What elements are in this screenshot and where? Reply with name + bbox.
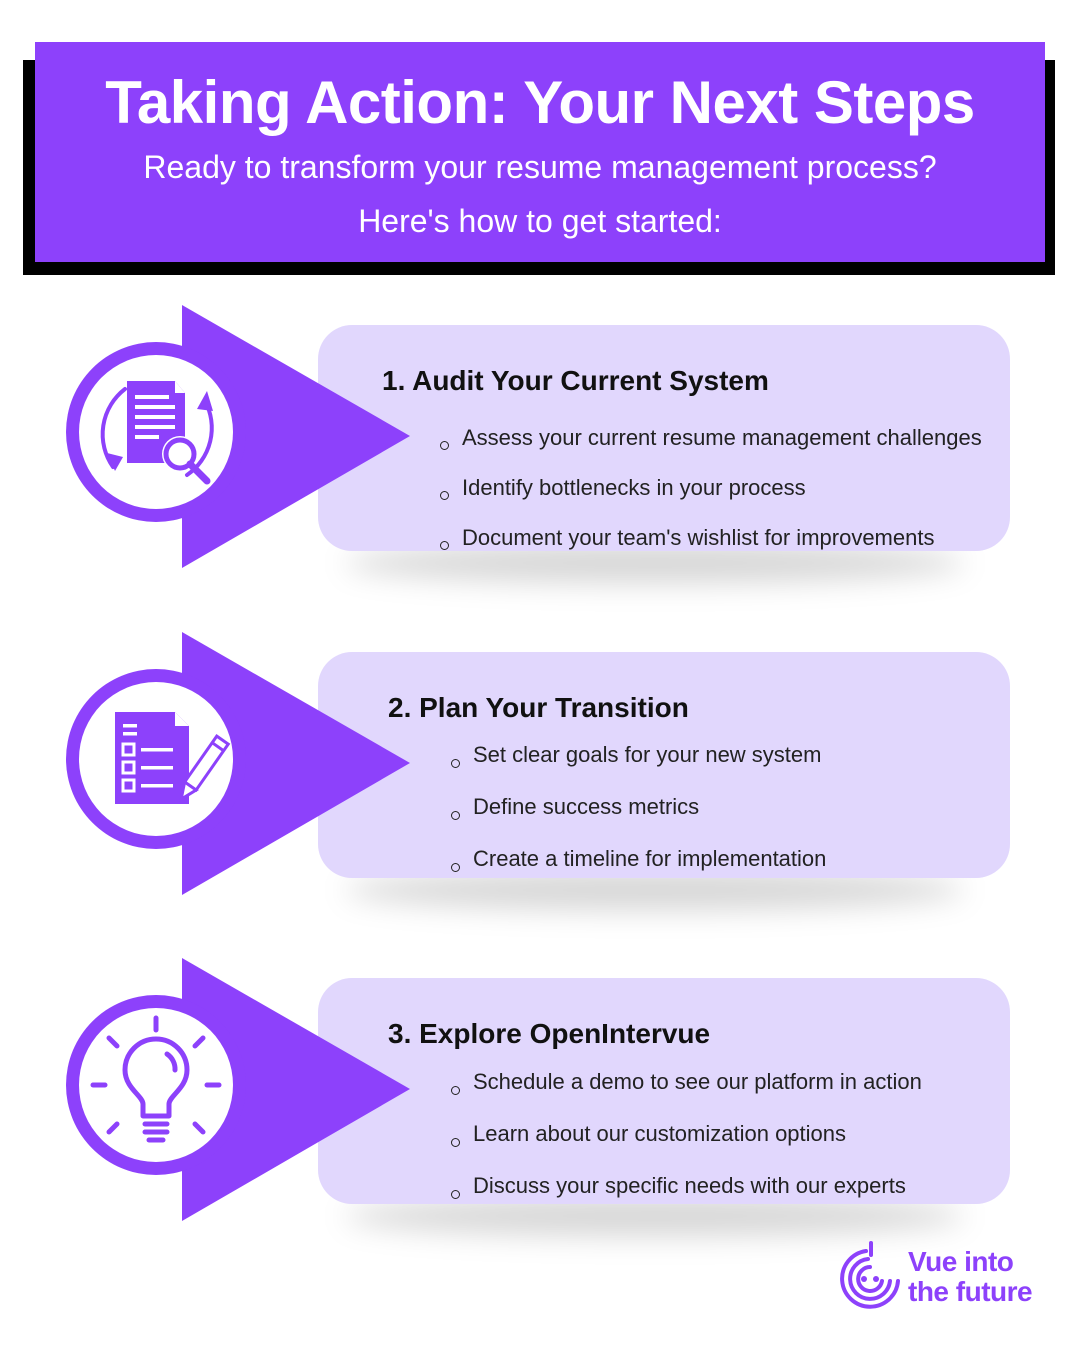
bullet-item: Schedule a demo to see our platform in a… <box>451 1065 922 1117</box>
step-card: 2. Plan Your Transition Set clear goals … <box>318 652 1010 878</box>
icon-circle <box>66 342 246 522</box>
bullet-item: Document your team's wishlist for improv… <box>440 521 982 571</box>
brand-logo: Vue into the future <box>836 1241 1046 1317</box>
step-bullets: Assess your current resume management ch… <box>440 421 982 571</box>
logo-line-1: Vue into <box>908 1246 1014 1277</box>
icon-circle <box>66 669 246 849</box>
target-face-icon <box>840 1241 900 1309</box>
page-subtitle: Ready to transform your resume managemen… <box>65 140 1015 248</box>
bullet-item: Define success metrics <box>451 790 826 842</box>
logo-text: Vue into the future <box>908 1246 1033 1307</box>
step-title: 1. Audit Your Current System <box>382 365 769 396</box>
lightbulb-icon <box>90 1015 222 1143</box>
bullet-item: Learn about our customization options <box>451 1117 922 1169</box>
step-card: 3. Explore OpenIntervue Schedule a demo … <box>318 978 1010 1204</box>
bullet-item: Discuss your specific needs with our exp… <box>451 1169 922 1221</box>
step-card: 1. Audit Your Current System Assess your… <box>318 325 1010 551</box>
step-1: 1. Audit Your Current System Assess your… <box>0 305 1080 583</box>
step-title: 3. Explore OpenIntervue <box>388 1018 711 1049</box>
document-search-icon <box>100 381 214 485</box>
arrow-triangle <box>182 958 410 1221</box>
subtitle-line-1: Ready to transform your resume managemen… <box>143 149 937 185</box>
arrow-triangle <box>182 632 410 895</box>
icon-circle <box>66 995 246 1175</box>
logo-line-2: the future <box>908 1276 1033 1307</box>
step-title: 2. Plan Your Transition <box>388 692 689 723</box>
step-bullets: Set clear goals for your new system Defi… <box>451 738 826 894</box>
bullet-item: Assess your current resume management ch… <box>440 421 982 471</box>
bullet-item: Set clear goals for your new system <box>451 738 826 790</box>
checklist-pencil-icon <box>115 712 231 804</box>
bullet-item: Create a timeline for implementation <box>451 842 826 894</box>
bullet-item: Identify bottlenecks in your process <box>440 471 982 521</box>
step-3: 3. Explore OpenIntervue Schedule a demo … <box>0 958 1080 1236</box>
step-2: 2. Plan Your Transition Set clear goals … <box>0 632 1080 910</box>
header-banner: Taking Action: Your Next Steps Ready to … <box>35 42 1045 262</box>
page-title: Taking Action: Your Next Steps <box>105 69 975 136</box>
subtitle-line-2: Here's how to get started: <box>358 203 722 239</box>
step-bullets: Schedule a demo to see our platform in a… <box>451 1065 922 1221</box>
arrow-triangle <box>182 305 410 568</box>
